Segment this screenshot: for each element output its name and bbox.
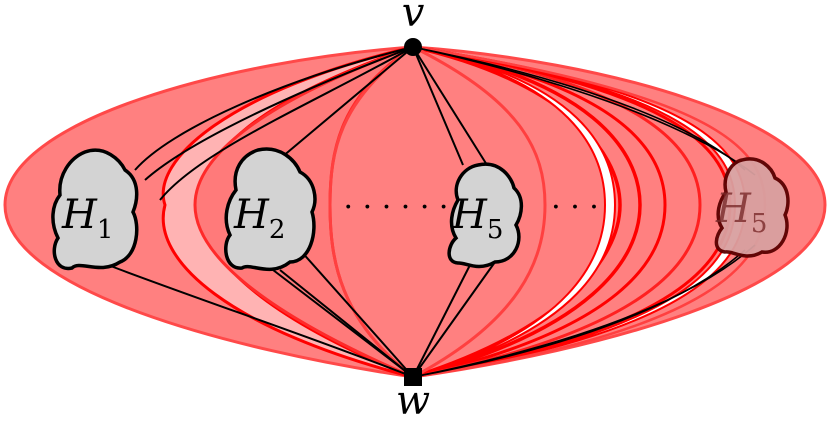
ellipsis-right: · · · <box>551 190 599 225</box>
component-h1: H1 <box>51 148 139 271</box>
edges-h2 <box>259 46 414 378</box>
vertex-v <box>404 38 422 56</box>
vertex-w-label: w <box>396 378 430 421</box>
edges-h1 <box>107 46 414 378</box>
right-lens-3 <box>412 45 667 379</box>
component-h2-label: H2 <box>233 192 285 245</box>
middle-lens-left <box>328 45 414 379</box>
component-h5-label: H5 <box>451 192 503 245</box>
component-h5: H5 <box>447 162 524 269</box>
component-h5-faded-label: H5 <box>715 186 767 239</box>
component-h5-faded: H5 <box>714 157 790 258</box>
middle-lens-right <box>412 45 547 379</box>
vertex-w <box>404 368 422 386</box>
ellipsis-left: · · · · · · <box>344 190 449 225</box>
component-h1-label: H1 <box>61 192 113 245</box>
edges-h5 <box>412 46 496 378</box>
edges-h5-right <box>412 46 756 378</box>
vertex-v-label: v <box>402 0 425 36</box>
right-lens-4 <box>412 45 702 379</box>
component-h2: H2 <box>224 147 317 272</box>
right-lens-2 <box>412 45 642 379</box>
